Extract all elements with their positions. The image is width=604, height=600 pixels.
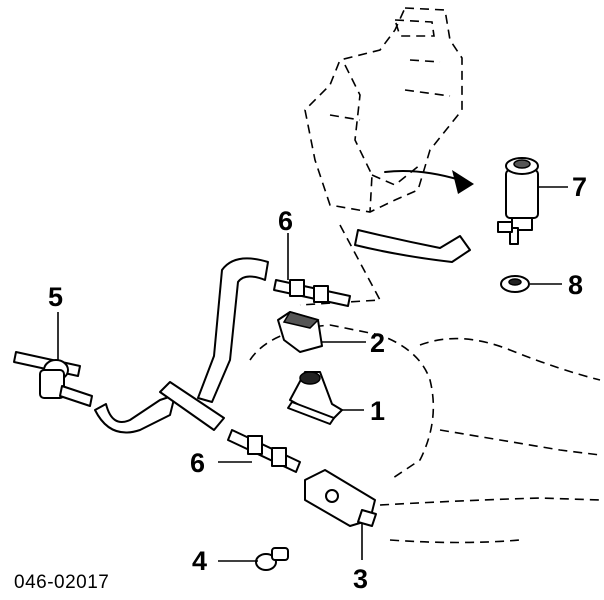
bumper-outline [249, 224, 601, 544]
t-valve [13, 351, 93, 407]
callout-1: 1 [370, 396, 385, 426]
callout-6-upper: 6 [278, 206, 293, 236]
callout-3: 3 [353, 564, 368, 594]
arrow-to-pump [384, 170, 474, 194]
washer-pump [497, 157, 539, 245]
callout-7: 7 [572, 172, 587, 202]
grommet [500, 275, 530, 293]
nozzle-bracket [304, 469, 377, 527]
callout-8: 8 [568, 270, 583, 300]
clip [255, 547, 289, 571]
reservoir-outline [304, 7, 463, 213]
callout-5: 5 [48, 282, 63, 312]
reservoir-hose [354, 229, 471, 263]
callout-2: 2 [370, 328, 385, 358]
leader-lines [57, 186, 568, 562]
connector-lower [227, 429, 301, 473]
diagram-code: 046-02017 [14, 572, 109, 593]
nozzle-cover [277, 311, 323, 353]
washer-nozzle [287, 371, 343, 425]
connector-upper [273, 279, 351, 307]
hose-connector [159, 381, 225, 431]
callout-4: 4 [192, 546, 207, 576]
callout-6-lower: 6 [190, 448, 205, 478]
